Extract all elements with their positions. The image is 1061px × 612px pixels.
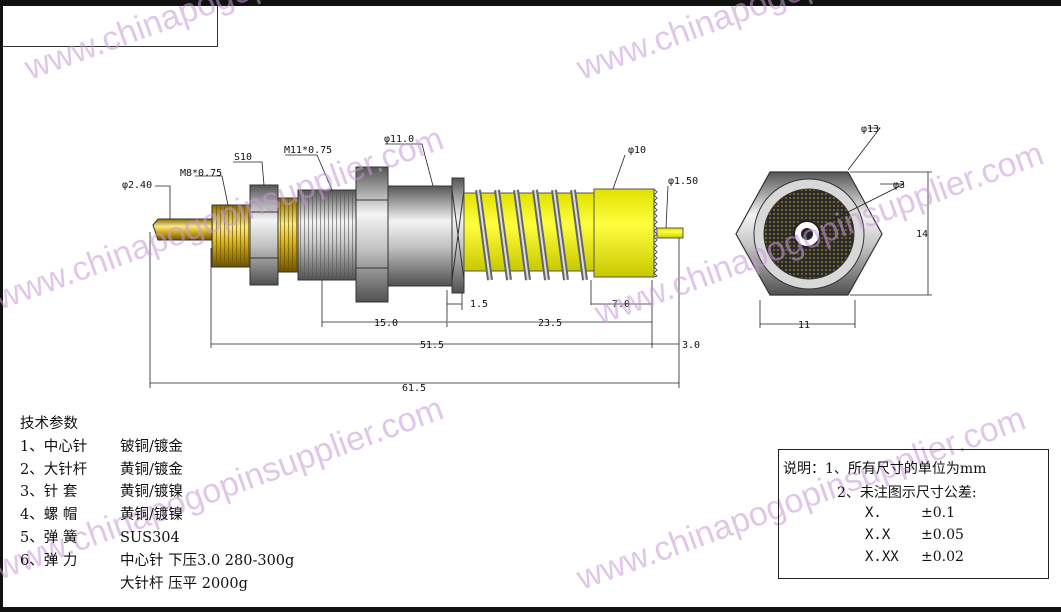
label-dim-23-5: 23.5 — [538, 318, 562, 329]
watermark-1: www.chinapogopinsupplier.com — [19, 0, 479, 88]
pogo-pin-end-view — [735, 171, 883, 296]
hex-nut-large — [355, 166, 389, 303]
tolerance-value-1: ±0.1 — [921, 505, 955, 521]
spec-row: 1、中心针铍铜/镀金 — [20, 438, 183, 455]
tolerance-format-1: X. — [865, 505, 882, 521]
spec-extra: 大针杆 压平 2000g — [120, 575, 248, 592]
end-pin — [656, 227, 684, 239]
spec-row: 6、弹 力中心针 下压3.0 280-300g — [20, 552, 295, 569]
notes-line-2: 2、未注图示尺寸公差: — [837, 485, 977, 501]
spec-row: 2、大针杆黄铜/镀金 — [20, 461, 183, 478]
label-dim-1-5: 1.5 — [470, 299, 488, 310]
label-hex-small: S10 — [234, 152, 252, 163]
label-dim-3: 3.0 — [682, 340, 700, 351]
tolerance-value-2: ±0.05 — [921, 527, 964, 543]
technical-parameters: 技术参数 1、中心针铍铜/镀金 2、大针杆黄铜/镀金 3、针 套黄铜/镀镍 4、… — [20, 413, 294, 595]
label-end-inner-dia: φ3 — [893, 180, 905, 191]
watermark-2: www.chinapogopinsupplier.com — [571, 0, 1031, 88]
frame-top-border — [0, 0, 1061, 6]
title-block-corner — [3, 6, 218, 47]
label-dim-61-5: 61.5 — [402, 383, 426, 394]
label-dim-51-5: 51.5 — [420, 340, 444, 351]
label-spring-dia: φ10 — [628, 145, 646, 156]
end-view-dimensions — [759, 127, 932, 328]
dimension-lines — [149, 143, 680, 388]
label-pin-dia: φ1.50 — [668, 176, 698, 187]
tolerance-format-3: X.XX — [865, 549, 899, 565]
pogo-pin-side-view — [152, 166, 684, 303]
notes-line-1: 说明：1、所有尺寸的单位为mm — [783, 461, 987, 477]
frame-left-border — [0, 0, 3, 612]
tolerance-value-3: ±0.02 — [921, 549, 964, 565]
tolerance-format-2: X.X — [865, 527, 891, 543]
plunger-head — [593, 188, 655, 278]
spec-row: 3、针 套黄铜/镀镍 — [20, 484, 183, 501]
label-body-dia: φ11.0 — [384, 134, 414, 145]
notes-box: 说明：1、所有尺寸的单位为mm 2、未注图示尺寸公差: X. ±0.1 X.X … — [778, 449, 1049, 579]
label-dim-15: 15.0 — [374, 318, 398, 329]
label-dim-7: 7.0 — [612, 299, 630, 310]
label-thread-large: M11*0.75 — [284, 145, 332, 156]
specs-title: 技术参数 — [20, 416, 78, 432]
sleeve-body — [387, 185, 453, 287]
spec-row: 4、螺 帽黄铜/镀镍 — [20, 507, 183, 524]
label-end-outer-dia: φ13 — [861, 124, 879, 135]
label-tip-dia: φ2.40 — [122, 180, 152, 191]
label-end-height: 14 — [916, 229, 928, 240]
frame-bottom-border — [0, 607, 1061, 612]
label-end-width: 11 — [798, 320, 810, 331]
label-thread-small: M8*0.75 — [180, 168, 222, 179]
